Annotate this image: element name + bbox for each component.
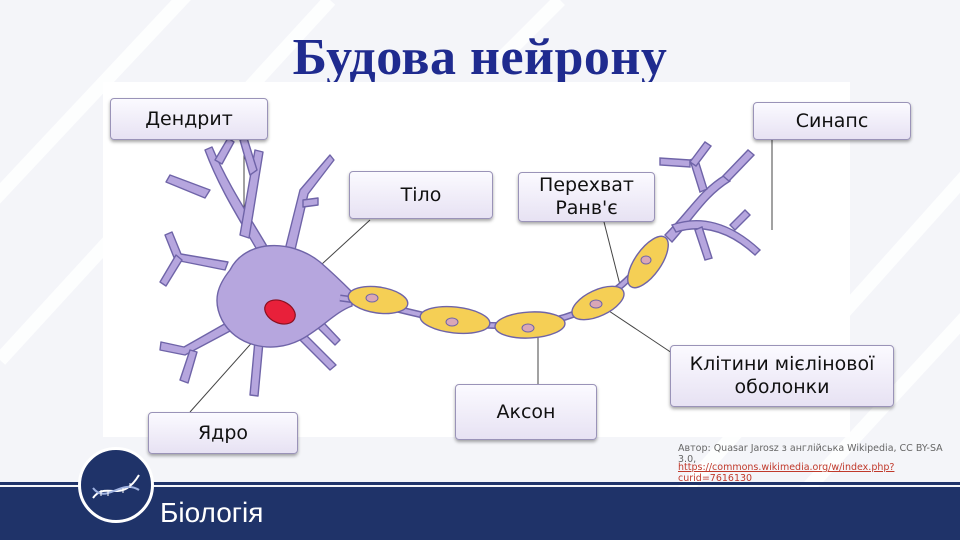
myelin-cells bbox=[347, 235, 669, 339]
myelin-nuclei bbox=[365, 255, 652, 333]
footer-line bbox=[0, 482, 960, 485]
label-body: Тіло bbox=[349, 171, 493, 219]
dna-icon bbox=[92, 474, 140, 499]
label-body-text: Тіло bbox=[400, 183, 442, 206]
image-credit-link[interactable]: https://commons.wikimedia.org/w/index.ph… bbox=[678, 462, 895, 484]
label-node-line1: Перехват bbox=[539, 174, 634, 196]
footer-bar bbox=[0, 487, 960, 540]
subject-label: Біологія bbox=[160, 497, 264, 528]
label-axon-text: Аксон bbox=[496, 400, 556, 423]
label-myelin-line1: Клітини мієлінової bbox=[689, 353, 875, 375]
label-dendrite: Дендрит bbox=[110, 98, 268, 140]
axon-terminals bbox=[659, 141, 762, 261]
label-node-line2: Ранв'є bbox=[555, 197, 618, 219]
dna-logo bbox=[78, 447, 154, 523]
cell-body bbox=[216, 244, 353, 348]
label-synapse: Синапс bbox=[753, 102, 911, 140]
label-dendrite-text: Дендрит bbox=[145, 107, 233, 130]
label-nucleus: Ядро bbox=[148, 412, 298, 454]
label-axon: Аксон bbox=[455, 384, 597, 440]
label-myelin-line2: оболонки bbox=[734, 376, 830, 398]
image-credit: Автор: Quasar Jarosz з англійська Wikipe… bbox=[678, 443, 943, 465]
page-title: Будова нейрону bbox=[292, 29, 668, 86]
label-nucleus-text: Ядро bbox=[197, 421, 249, 444]
label-node-of-ranvier: Перехват Ранв'є bbox=[518, 172, 655, 222]
label-myelin-cells: Клітини мієлінової оболонки bbox=[670, 345, 894, 407]
nucleus-shape bbox=[264, 299, 296, 325]
label-synapse-text: Синапс bbox=[795, 109, 869, 132]
